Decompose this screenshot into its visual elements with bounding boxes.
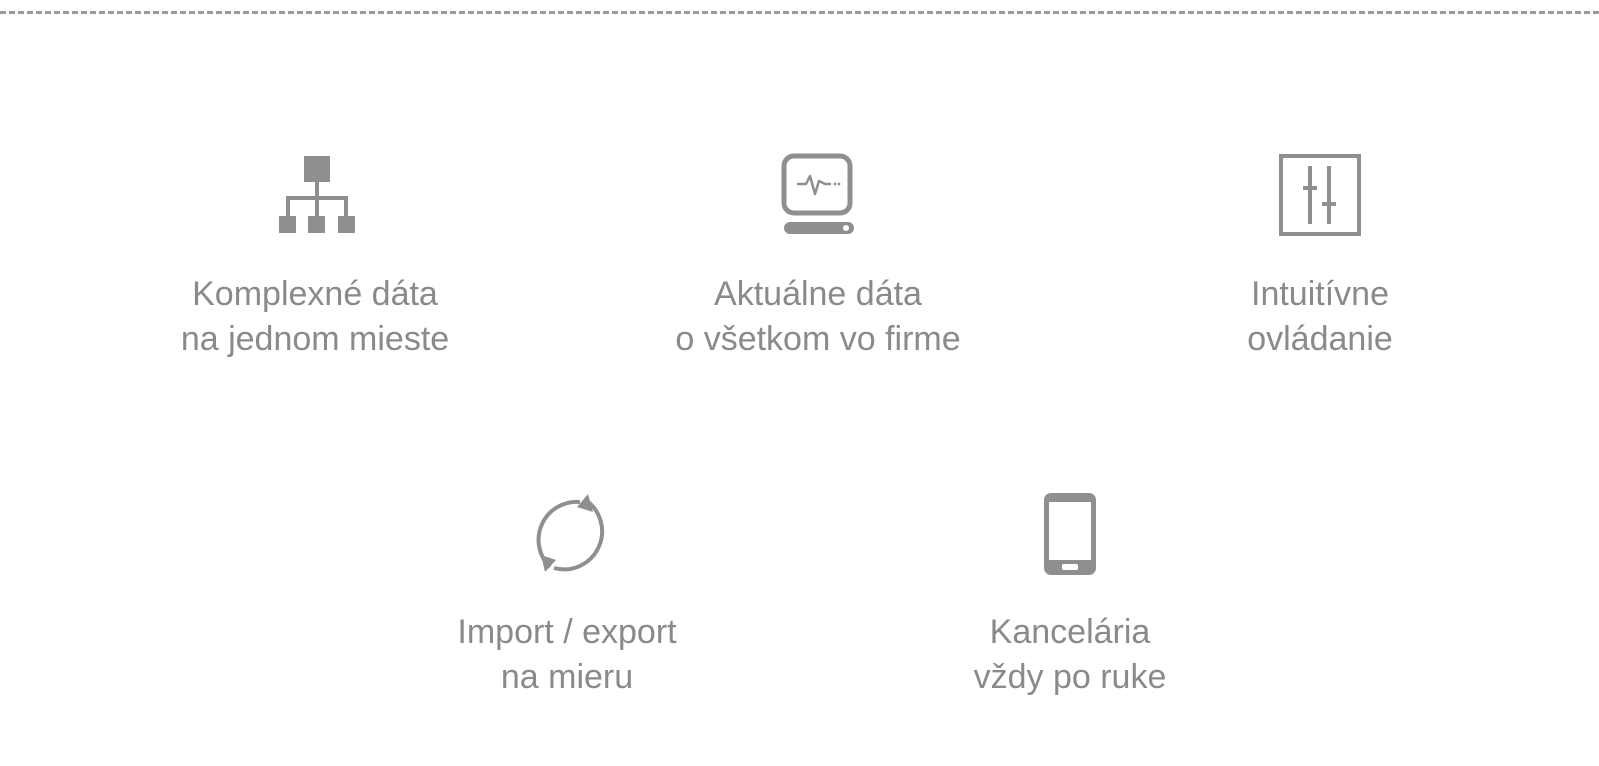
- feature-label: Aktuálne dáta o všetkom vo firme: [608, 272, 1028, 362]
- feature-label-line1: Intuitívne: [1251, 275, 1389, 313]
- monitor-pulse-icon: [773, 150, 863, 240]
- feature-label: Intuitívne ovládanie: [1110, 272, 1530, 362]
- sync-arrows-icon: [522, 488, 612, 578]
- feature-label-line1: Aktuálne dáta: [714, 275, 922, 313]
- feature-label: Kancelária vždy po ruke: [860, 610, 1280, 700]
- dashed-divider: [0, 11, 1599, 14]
- feature-label-line2: na mieru: [500, 658, 634, 696]
- feature-label-line2: ovládanie: [1247, 320, 1393, 358]
- feature-label: Komplexné dáta na jednom mieste: [105, 272, 525, 362]
- tablet-icon: [1025, 488, 1115, 578]
- feature-label-line2: na jednom mieste: [180, 320, 450, 358]
- sliders-icon: [1275, 150, 1365, 240]
- feature-label-line2: vždy po ruke: [973, 658, 1167, 696]
- feature-label: Import / export na mieru: [357, 610, 777, 700]
- sitemap-icon: [270, 150, 360, 240]
- feature-label-line2: o všetkom vo firme: [675, 320, 961, 358]
- feature-label-line1: Import / export: [457, 613, 677, 651]
- feature-label-line1: Komplexné dáta: [192, 275, 438, 313]
- feature-label-line1: Kancelária: [989, 613, 1151, 651]
